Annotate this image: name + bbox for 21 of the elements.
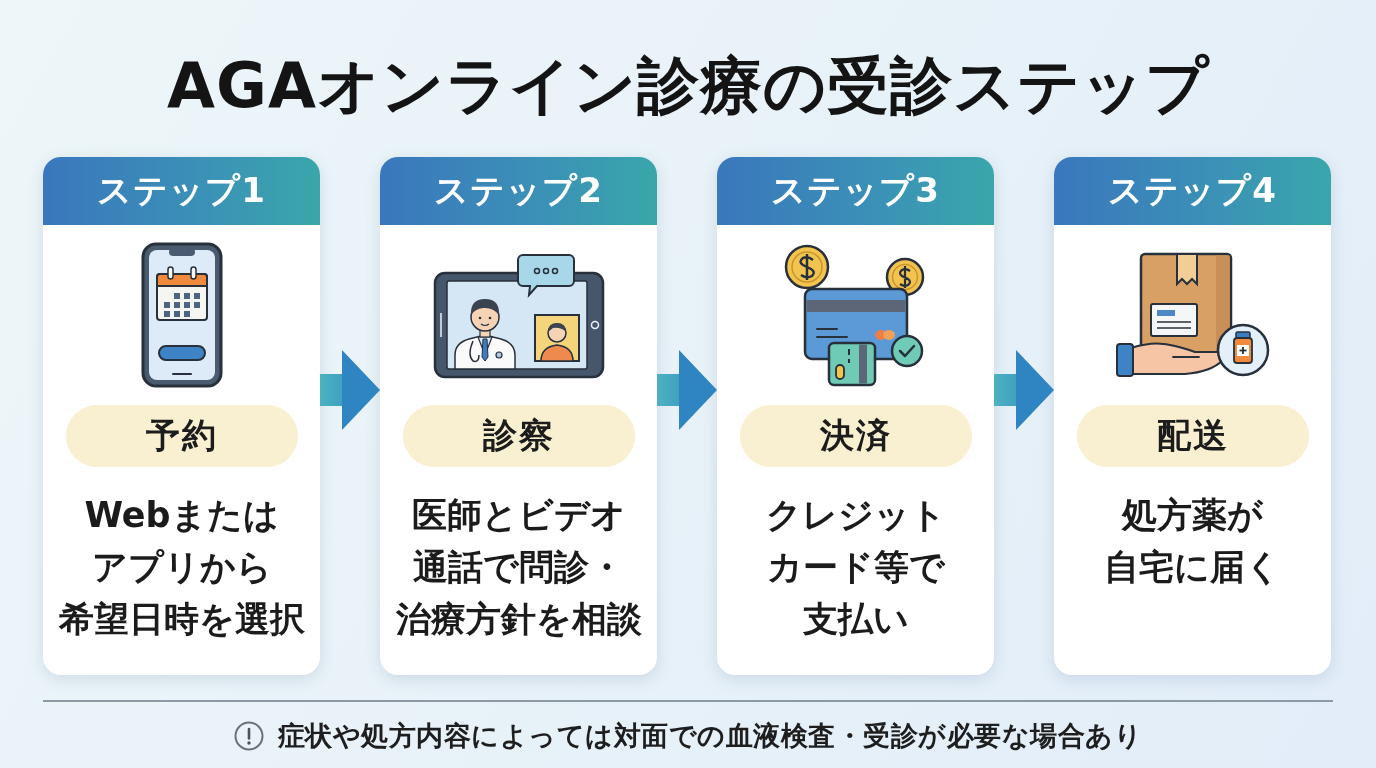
step-description: Webまたはアプリから希望日時を選択 [58, 494, 305, 641]
step-name-pill: 診察 [402, 405, 635, 467]
step-header: ステップ2 [380, 157, 657, 225]
arrow [657, 350, 717, 430]
step-name-pill: 決済 [739, 405, 972, 467]
step-name-pill: 予約 [65, 405, 298, 467]
step-header: ステップ4 [1054, 157, 1331, 225]
step-header: ステップ3 [717, 157, 994, 225]
footnote-text: 症状や処方内容によっては対面での血液検査・受診が必要な場合あり [277, 719, 1143, 753]
step-card [43, 157, 320, 675]
step-name-pill: 配送 [1076, 405, 1309, 467]
diagram-title: AGAオンライン診療の受診ステップ [167, 50, 1209, 122]
step-card [717, 157, 994, 675]
arrow [320, 350, 380, 430]
step-header: ステップ1 [43, 157, 320, 225]
step-description: 医師とビデオ通話で問診・治療方針を相談 [395, 494, 642, 641]
step-description: クレジットカード等で支払い [765, 494, 946, 641]
step-card [1054, 157, 1331, 675]
step-card [380, 157, 657, 675]
arrow [994, 350, 1054, 430]
step-description: 処方薬が自宅に届く [1104, 494, 1281, 589]
